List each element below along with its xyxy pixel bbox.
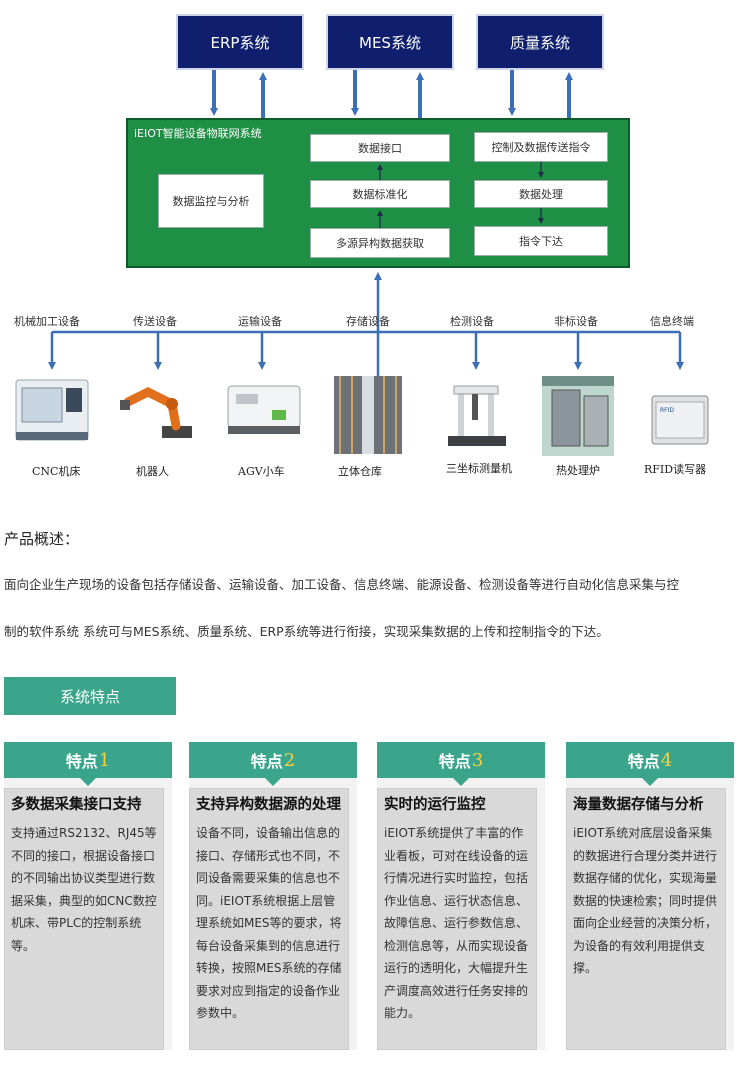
feature-card-body: 海量数据存储与分析 iEIOT系统对底层设备采集的数据进行合理分类并进行数据存储… [566,788,726,1050]
iot-system-title: iEIOT智能设备物联网系统 [134,127,262,140]
erp-system-label: ERP系统 [210,33,270,52]
warehouse-image [334,376,402,454]
cmm-image [448,385,506,446]
heterogeneous-data-box: 多源异构数据获取 [310,228,450,258]
robot-image [120,386,192,438]
header-pointer [265,778,281,786]
iot-system-box: iEIOT智能设备物联网系统 数据监控与分析 数据接口 数据标准化 多源异构数据… [126,118,630,268]
feature-text: 支持通过RS2132、RJ45等不同的接口，根据设备接口的不同输出协议类型进行数… [11,826,157,953]
header-pointer [453,778,469,786]
device-furnace: 热处理炉 [556,464,600,477]
feature-card-body: 多数据采集接口支持 支持通过RS2132、RJ45等不同的接口，根据设备接口的不… [4,788,164,1050]
control-command-box: 控制及数据传送指令 [474,132,608,162]
feature-card-body: 实时的运行监控 iEIOT系统提供了丰富的作业看板，可对在线设备的运行情况进行实… [377,788,537,1050]
diagram-connectors [48,70,684,440]
category-nonstandard: 非标设备 [554,315,598,328]
mes-system-label: MES系统 [359,33,421,52]
category-machining: 机械加工设备 [14,315,80,328]
agv-cart-image [227,385,301,434]
header-pointer [642,778,658,786]
rfid-reader-image: RFID [651,395,709,445]
data-interface-box: 数据接口 [310,134,450,162]
feature-text: iEIOT系统提供了丰富的作业看板，可对在线设备的运行情况进行实时监控，包括作业… [384,826,529,1020]
cnc-machine-image [15,379,89,441]
device-cnc: CNC机床 [32,465,81,478]
feature-title: 海量数据存储与分析 [573,797,704,813]
inner-arrows [377,162,544,228]
features-banner: 系统特点 [4,677,176,715]
category-transport: 运输设备 [238,315,282,328]
feature-text: iEIOT系统对底层设备采集的数据进行合理分类并进行数据存储的优化，实现海量数据… [573,826,718,975]
device-cmm: 三坐标测量机 [446,462,512,475]
quality-system-label: 质量系统 [509,33,570,52]
header-pointer [80,778,96,786]
category-conveying: 传送设备 [133,315,177,328]
data-standardization-box: 数据标准化 [310,180,450,208]
feature-title: 实时的运行监控 [384,797,486,813]
monitor-analysis-box: 数据监控与分析 [158,174,264,228]
overview-line-2: 制的软件系统 系统可与MES系统、质量系统、ERP系统等进行衔接，实现采集数据的… [4,624,609,639]
mes-system-box: MES系统 [326,14,454,70]
category-storage: 存储设备 [346,315,390,328]
erp-system-box: ERP系统 [176,14,304,70]
command-issue-box: 指令下达 [474,226,608,256]
overview-line-1: 面向企业生产现场的设备包括存储设备、运输设备、加工设备、信息终端、能源设备、检测… [4,577,680,592]
category-inspection: 检测设备 [450,315,494,328]
overview-title: 产品概述： [4,530,80,548]
heat-furnace-image [542,376,614,456]
device-rfid: RFID读写器 [644,463,707,476]
rfid-tag-text: RFID [660,407,674,414]
feature-text: 设备不同，设备输出信息的接口、存储形式也不同，不同设备需要采集的信息也不同。iE… [196,826,342,1020]
category-terminal: 信息终端 [650,315,694,328]
feature-title: 支持异构数据源的处理 [196,797,341,813]
device-agv: AGV小车 [238,465,285,478]
quality-system-box: 质量系统 [476,14,604,70]
feature-title: 多数据采集接口支持 [11,797,142,813]
data-processing-box: 数据处理 [474,180,608,208]
device-warehouse: 立体仓库 [338,465,382,478]
device-robot: 机器人 [136,465,169,478]
feature-card-body: 支持异构数据源的处理 设备不同，设备输出信息的接口、存储形式也不同，不同设备需要… [189,788,349,1050]
